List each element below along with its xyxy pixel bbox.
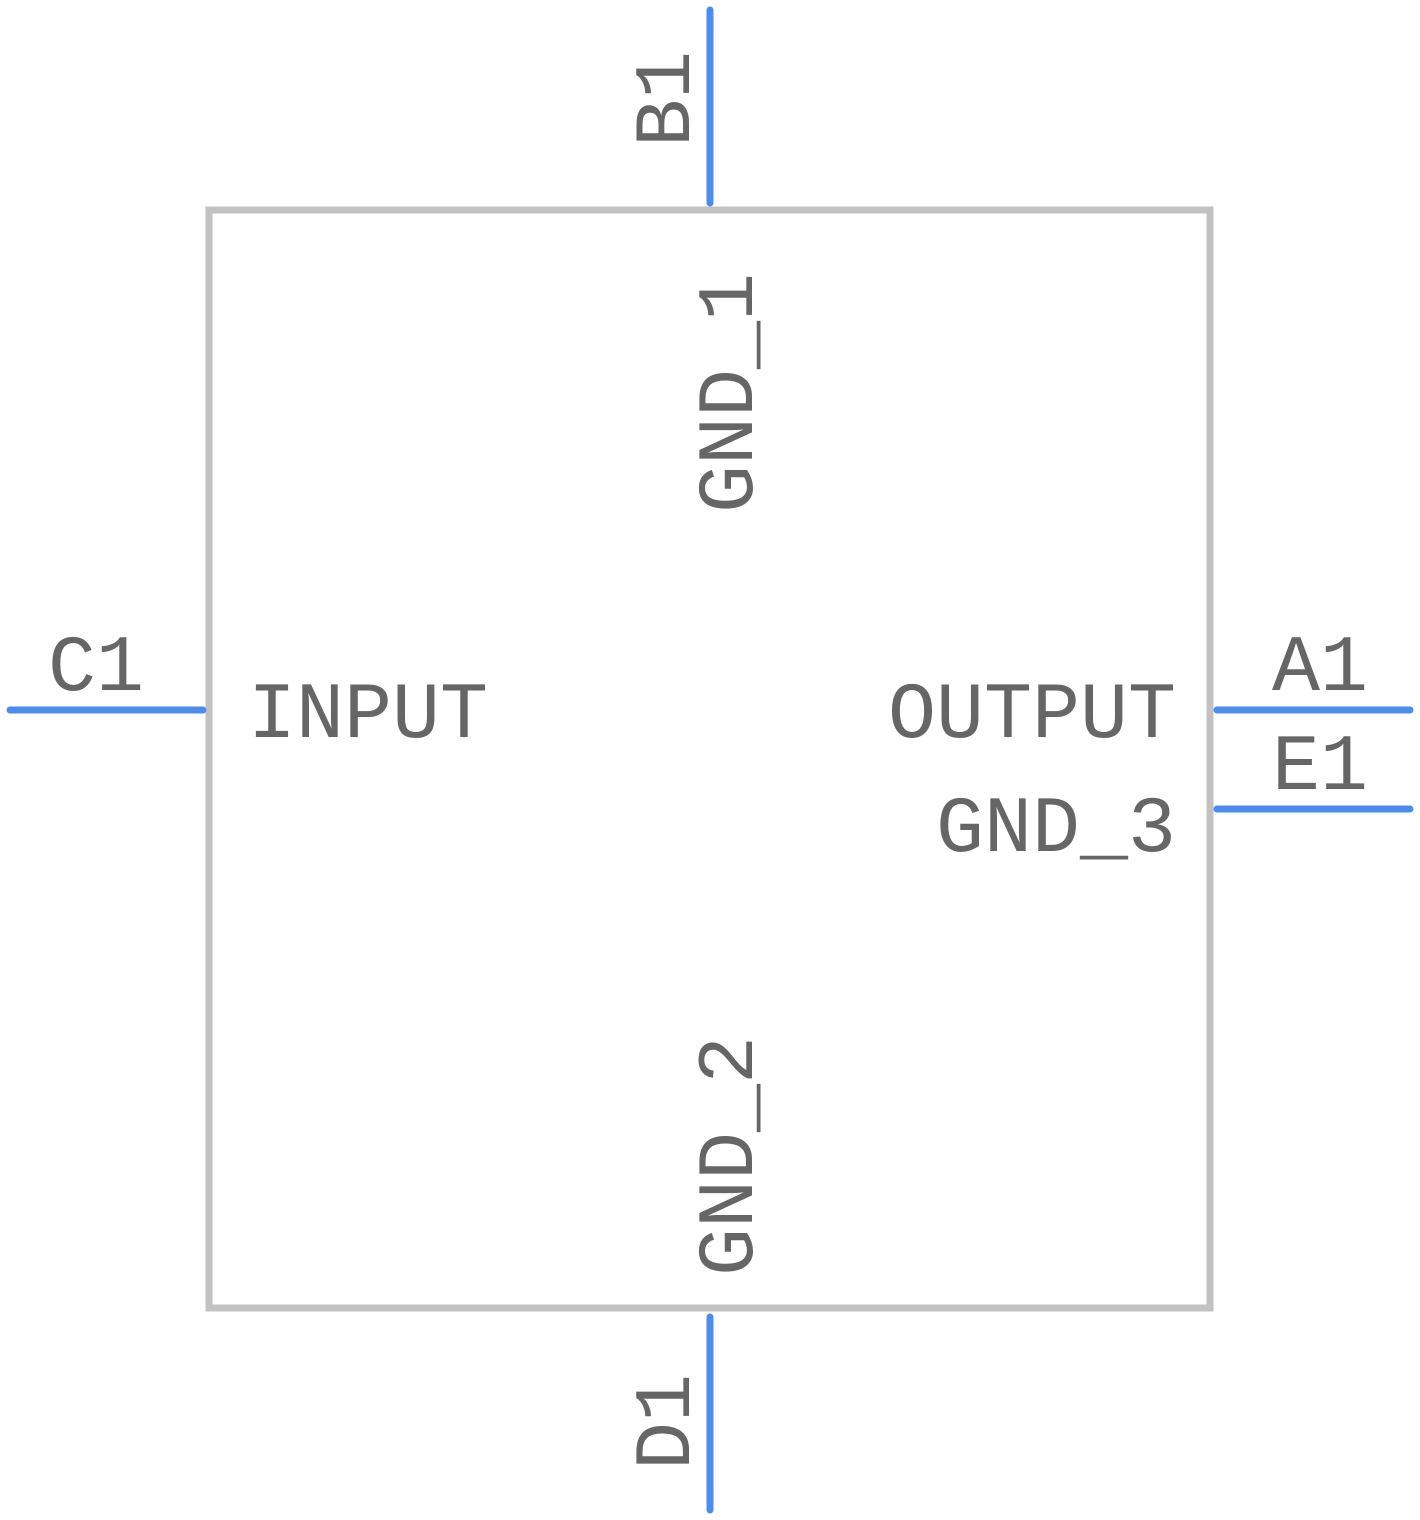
pin-name-input: INPUT (248, 671, 488, 762)
component-body-outline (205, 206, 1214, 1312)
pin-number-c1: C1 (48, 624, 144, 715)
pin-number-d1: D1 (623, 1374, 714, 1470)
pin-number-a1: A1 (1272, 624, 1368, 715)
pin-number-b1: B1 (623, 51, 714, 147)
pin-number-e1: E1 (1272, 723, 1368, 814)
pin-name-gnd-3: GND_3 (936, 785, 1176, 876)
pin-name-gnd-2: GND_2 (686, 1036, 777, 1276)
pin-name-gnd-1: GND_1 (686, 273, 777, 513)
pin-name-output: OUTPUT (888, 671, 1176, 762)
